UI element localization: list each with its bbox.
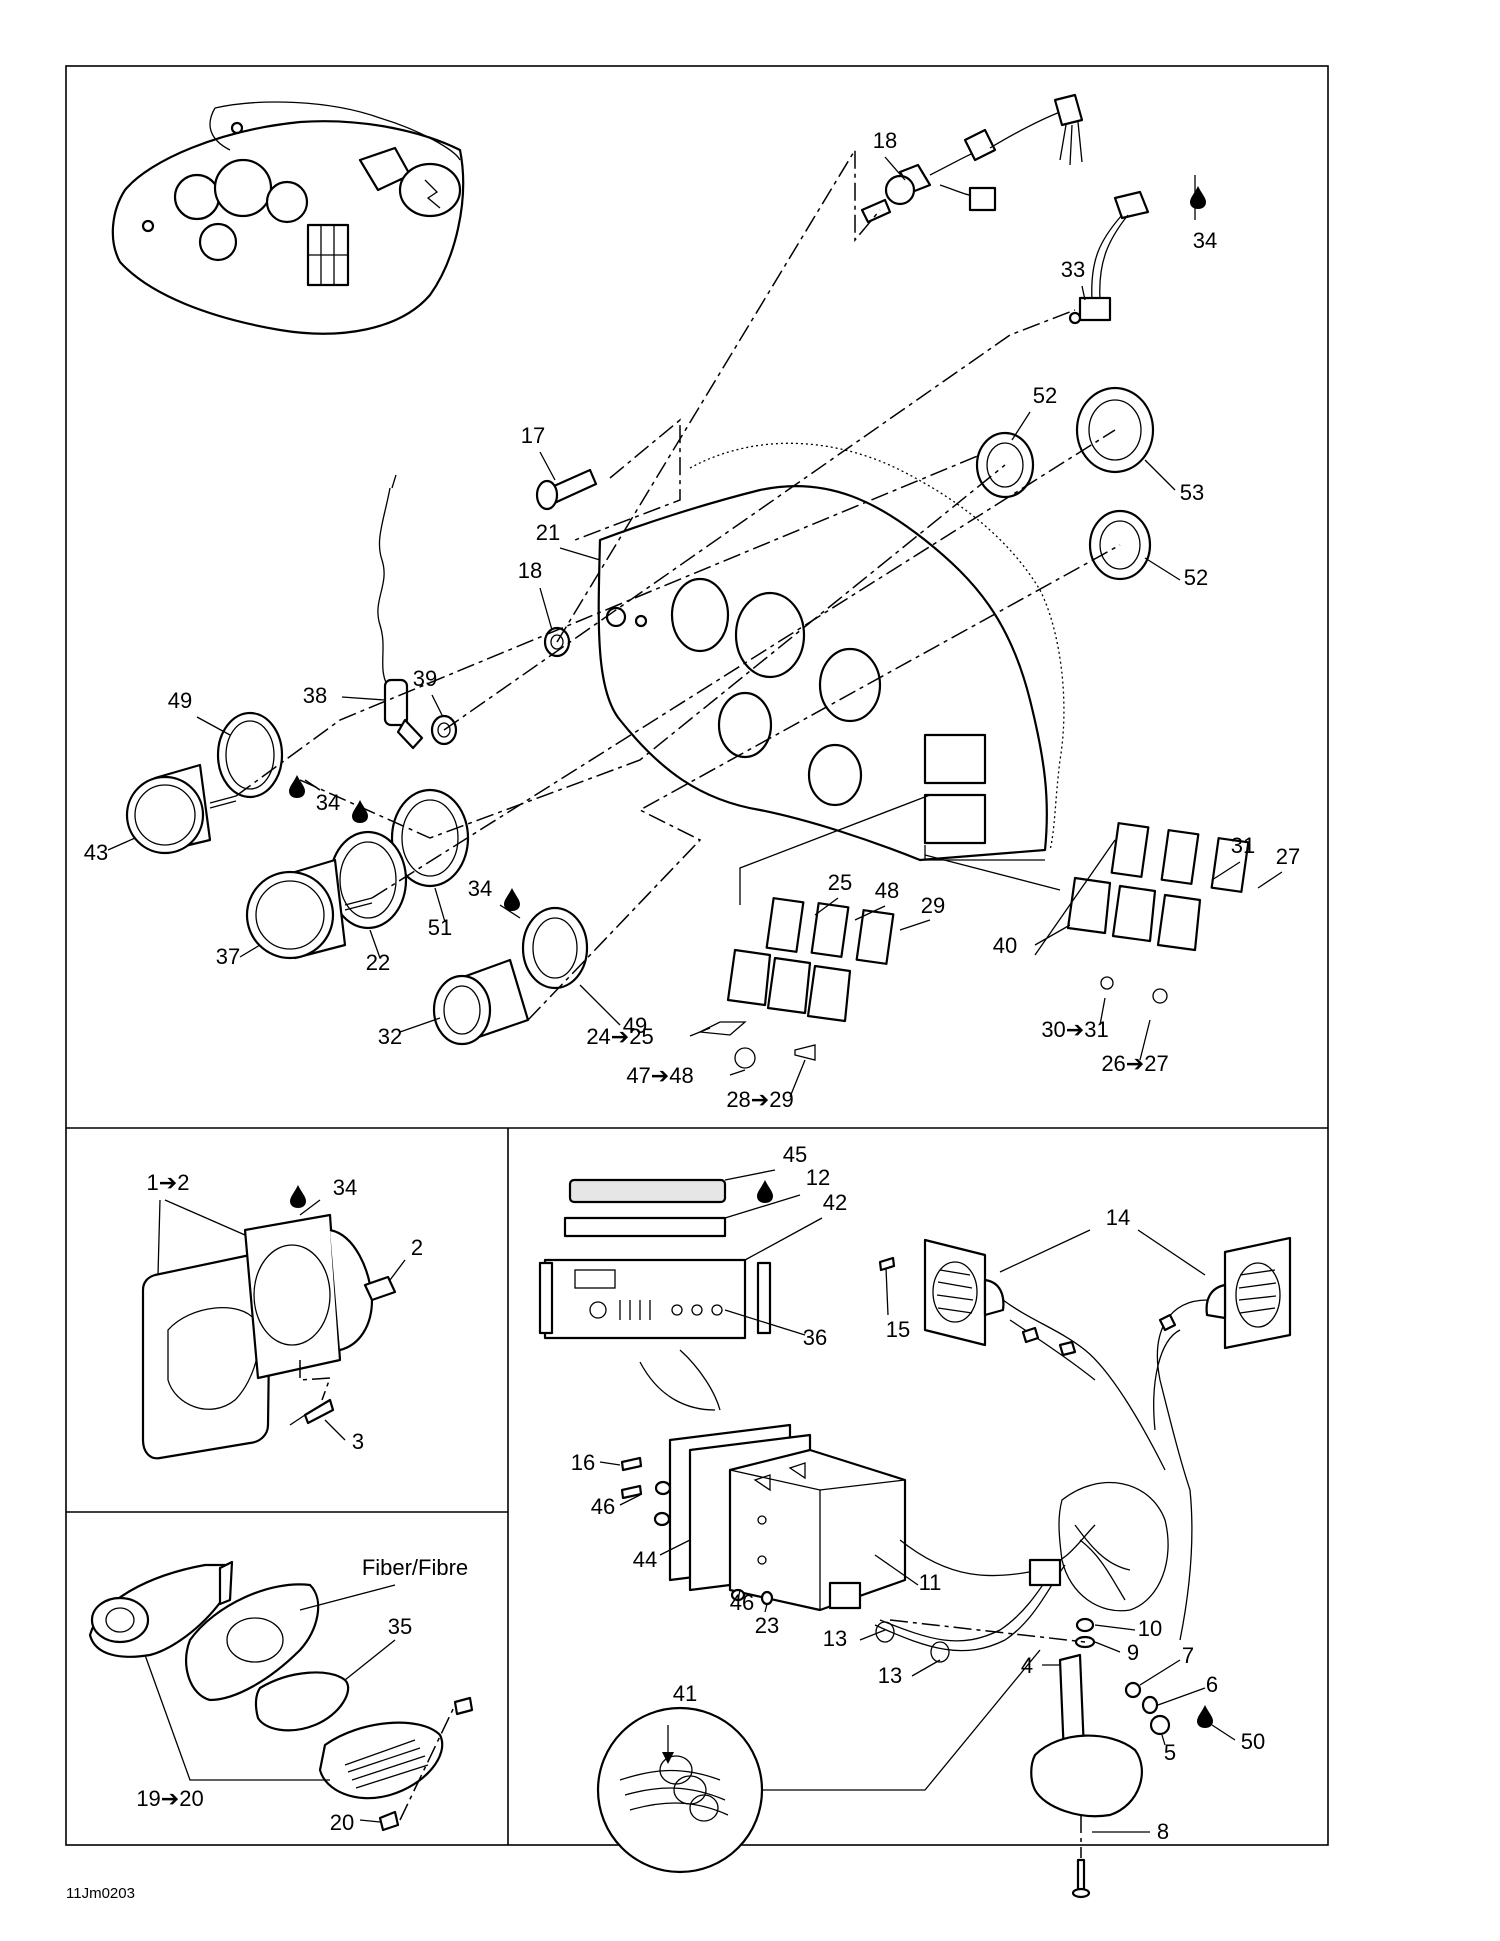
callout-label: 27 xyxy=(1276,844,1300,869)
callout-label: 6 xyxy=(1206,1672,1218,1697)
gauge-43 xyxy=(125,763,237,855)
callout-label: 52 xyxy=(1184,565,1208,590)
callout-label: 14 xyxy=(1106,1205,1130,1230)
callout-label: 20 xyxy=(330,1810,354,1835)
callout-label: 45 xyxy=(783,1142,807,1167)
callout-label: 51 xyxy=(428,915,452,940)
lower-right-drawing xyxy=(538,1169,1292,1899)
callout-label: 5 xyxy=(1164,1740,1176,1765)
callout-label: 19➔20 xyxy=(136,1786,203,1811)
callout-label: 33 xyxy=(1061,257,1085,282)
gauge-32 xyxy=(432,958,530,1046)
callout-label: 11 xyxy=(919,1570,942,1595)
drop-icon xyxy=(504,888,520,911)
callout-label: 25 xyxy=(828,870,852,895)
callout-label: 23 xyxy=(755,1613,779,1638)
drop-icon xyxy=(757,1180,773,1203)
assembly-lines-main xyxy=(235,147,1121,1021)
callout-label: 18 xyxy=(518,558,542,583)
callout-label: 37 xyxy=(216,944,240,969)
callout-label: 49 xyxy=(168,688,192,713)
callout-label: 16 xyxy=(571,1450,595,1475)
rocker-switches-left xyxy=(697,897,895,1069)
callout-label: 21 xyxy=(536,520,560,545)
callout-label: 41 xyxy=(673,1681,697,1706)
callout-label: 43 xyxy=(84,840,108,865)
callout-label: 53 xyxy=(1180,480,1204,505)
callout-label: 34 xyxy=(1193,228,1217,253)
callout-label: 10 xyxy=(1138,1616,1162,1641)
callout-label: 9 xyxy=(1127,1640,1139,1665)
callout-label: 22 xyxy=(366,950,390,975)
callout-label: 34 xyxy=(468,876,492,901)
callout-label: 34 xyxy=(333,1175,357,1200)
drop-icon xyxy=(1197,1705,1213,1728)
drop-icon xyxy=(352,800,368,823)
main-panel-drawing xyxy=(107,93,1283,1098)
callout-label: 46 xyxy=(730,1590,754,1615)
drop-icon xyxy=(290,1185,306,1208)
callout-label: 24➔25 xyxy=(586,1024,653,1049)
switch-33-cable xyxy=(1068,186,1206,325)
drop-icon xyxy=(289,775,305,798)
callout-label: 34 xyxy=(316,790,340,815)
callout-label: 49 xyxy=(623,1013,647,1038)
callout-label: 13 xyxy=(878,1663,902,1688)
callout-label: 3 xyxy=(352,1429,364,1454)
callout-label: 38 xyxy=(303,683,327,708)
callout-label: 8 xyxy=(1157,1819,1169,1844)
callout-labels-main: 18 34 33 52 17 53 21 52 18 39 38 49 34 43 31 27 25 34 48 29… xyxy=(84,128,1300,1112)
callout-label: 17 xyxy=(521,423,545,448)
callout-label: 30➔31 xyxy=(1041,1017,1108,1042)
rocker-switches-right xyxy=(1066,822,1250,1004)
callout-label: 13 xyxy=(823,1626,847,1651)
callout-label: 39 xyxy=(413,666,437,691)
dashboard-panel-21 xyxy=(597,442,1065,862)
callout-labels-bottom-left: Fiber/Fibre 35 19➔20 20 xyxy=(136,1555,468,1835)
callout-label: 42 xyxy=(823,1190,847,1215)
callout-label: 32 xyxy=(378,1024,402,1049)
callout-labels-lower-left: 1➔2 34 2 3 xyxy=(147,1170,424,1454)
callout-label: 44 xyxy=(633,1547,657,1572)
callout-label: 12 xyxy=(806,1165,830,1190)
callout-label: 7 xyxy=(1182,1643,1194,1668)
callout-label: Fiber/Fibre xyxy=(362,1555,468,1580)
callout-label: 46 xyxy=(591,1494,615,1519)
bottom-left-drawing xyxy=(88,1560,474,1832)
callout-label: 31 xyxy=(1231,833,1255,858)
callout-label: 15 xyxy=(886,1317,910,1342)
callout-label: 40 xyxy=(993,933,1017,958)
callout-label: 36 xyxy=(803,1325,827,1350)
callout-label: 28➔29 xyxy=(726,1087,793,1112)
callout-label: 48 xyxy=(875,878,899,903)
callout-label: 50 xyxy=(1241,1729,1265,1754)
console-overview xyxy=(111,101,465,335)
callout-label: 35 xyxy=(388,1614,412,1639)
lower-left-drawing xyxy=(141,1185,406,1460)
adhesive-drop-icons xyxy=(289,775,520,911)
ignition-switch-harness xyxy=(860,93,1084,224)
callout-label: 4 xyxy=(1021,1653,1033,1678)
callout-label: 52 xyxy=(1033,383,1057,408)
callout-label: 29 xyxy=(921,893,945,918)
callout-label: 26➔27 xyxy=(1101,1051,1168,1076)
leader-lines-main xyxy=(107,156,1283,1098)
safety-lanyard xyxy=(377,474,458,750)
callout-label: 47➔48 xyxy=(626,1063,693,1088)
gauge-37 xyxy=(245,858,373,960)
ring-nuts xyxy=(975,386,1155,581)
cap-17 xyxy=(535,468,598,511)
callout-label: 2 xyxy=(411,1235,423,1260)
callout-label: 1➔2 xyxy=(147,1170,190,1195)
callout-label: 18 xyxy=(873,128,897,153)
drawing-code: 11Jm0203 xyxy=(66,1885,135,1902)
